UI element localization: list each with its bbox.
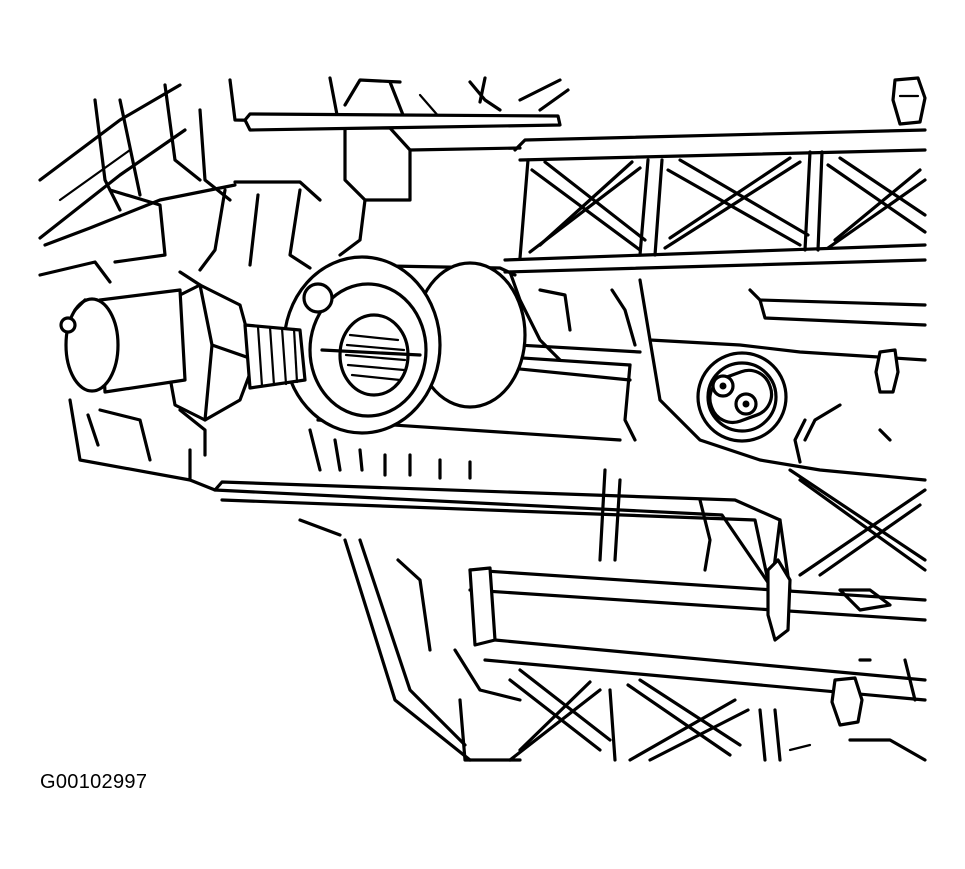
lower-housing bbox=[70, 400, 925, 760]
puller-bolt-tool bbox=[61, 285, 305, 420]
figure-id-label: G00102997 bbox=[40, 771, 148, 793]
shaft-assembly bbox=[284, 257, 640, 440]
upper-left-housing bbox=[40, 78, 925, 285]
column-body-right bbox=[640, 280, 925, 480]
upper-truss-frame bbox=[505, 130, 925, 272]
